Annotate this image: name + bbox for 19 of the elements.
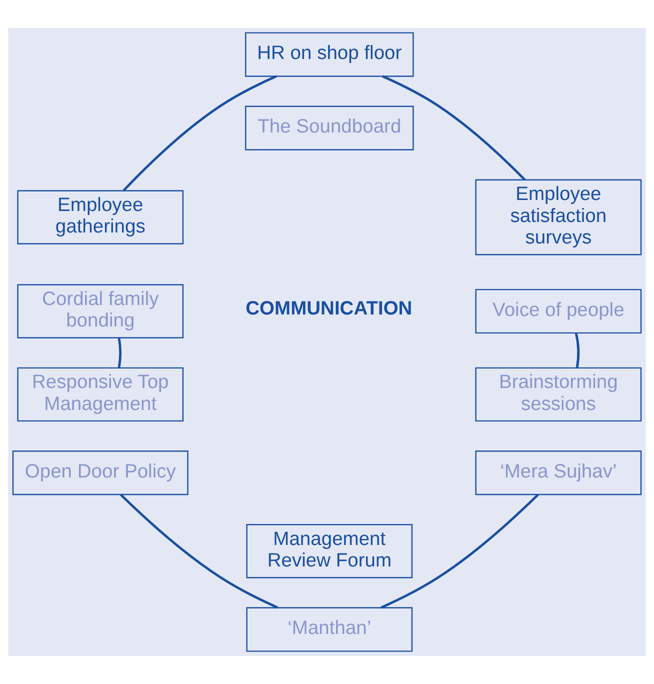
- node-box: HR on shop floor: [245, 32, 414, 77]
- node-box: ‘Manthan’: [246, 607, 413, 652]
- node-box: Open Door Policy: [12, 450, 188, 496]
- node-box: Responsive Top Management: [17, 367, 184, 422]
- connector: [122, 75, 277, 192]
- connector: [120, 494, 278, 609]
- connector: [380, 494, 539, 609]
- connector: [118, 338, 122, 368]
- node-box: Cordial family bonding: [17, 284, 184, 338]
- node-box: The Soundboard: [245, 106, 414, 150]
- node-box: Employee satisfaction surveys: [475, 179, 642, 256]
- node-box: Management Review Forum: [246, 524, 413, 578]
- node-box: ‘Mera Sujhav’: [475, 450, 642, 496]
- node-box: Brainstorming sessions: [475, 367, 642, 422]
- node-box: Employee gatherings: [17, 190, 184, 244]
- label: COMMUNICATION: [246, 298, 412, 320]
- node-box: Voice of people: [475, 288, 642, 334]
- connector: [574, 333, 580, 368]
- connector: [382, 75, 526, 181]
